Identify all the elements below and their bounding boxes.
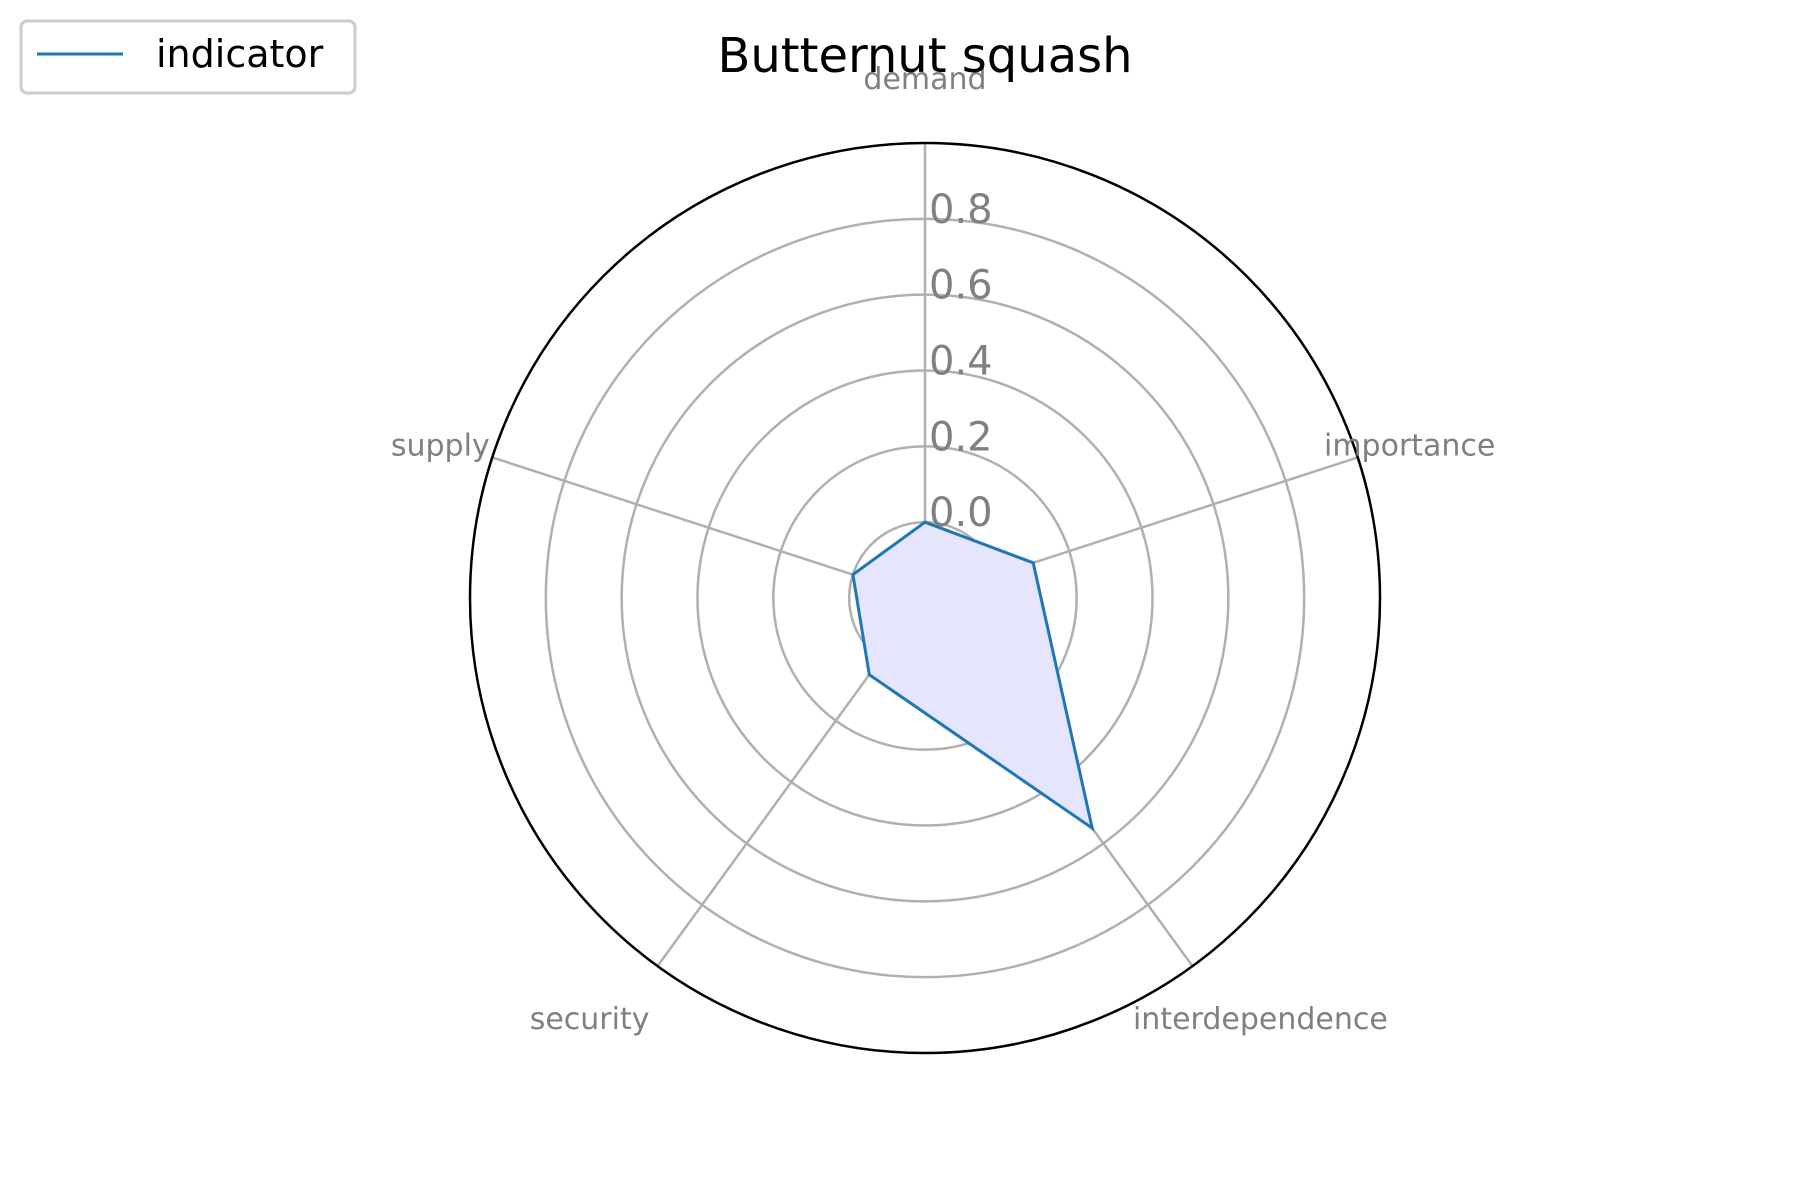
rtick-label: 0.4 (929, 339, 993, 385)
label-layer: 0.0 0.2 0.4 0.6 0.8 demand importance interdepe… (391, 62, 1496, 1037)
legend: indicator (19, 19, 357, 95)
grid-layer (468, 141, 1382, 1055)
axis-label-security: security (530, 1002, 650, 1037)
rtick-label: 0.6 (929, 263, 993, 309)
outer-frame (468, 141, 1382, 1055)
axis-label-interdependence: interdependence (1133, 1002, 1388, 1037)
data-point-importance (1031, 561, 1035, 565)
axis-label-supply: supply (391, 428, 490, 463)
axis-label-importance: importance (1324, 428, 1495, 463)
data-point-interdependence (1090, 826, 1094, 830)
data-point-demand (923, 520, 927, 524)
series-area-indicator (852, 522, 1093, 829)
rtick-label: 0.8 (929, 187, 993, 233)
rtick-label: 0.0 (929, 490, 993, 536)
data-point-supply (851, 573, 855, 577)
legend-label-indicator: indicator (156, 32, 324, 76)
series-line-indicator (851, 520, 1095, 832)
rtick-label: 0.2 (929, 414, 993, 460)
legend-frame (19, 19, 357, 95)
data-layer (851, 520, 1095, 832)
chart-title: Butternut squash (717, 28, 1132, 84)
axis-label-demand: demand (863, 62, 986, 97)
data-point-security (867, 673, 871, 677)
